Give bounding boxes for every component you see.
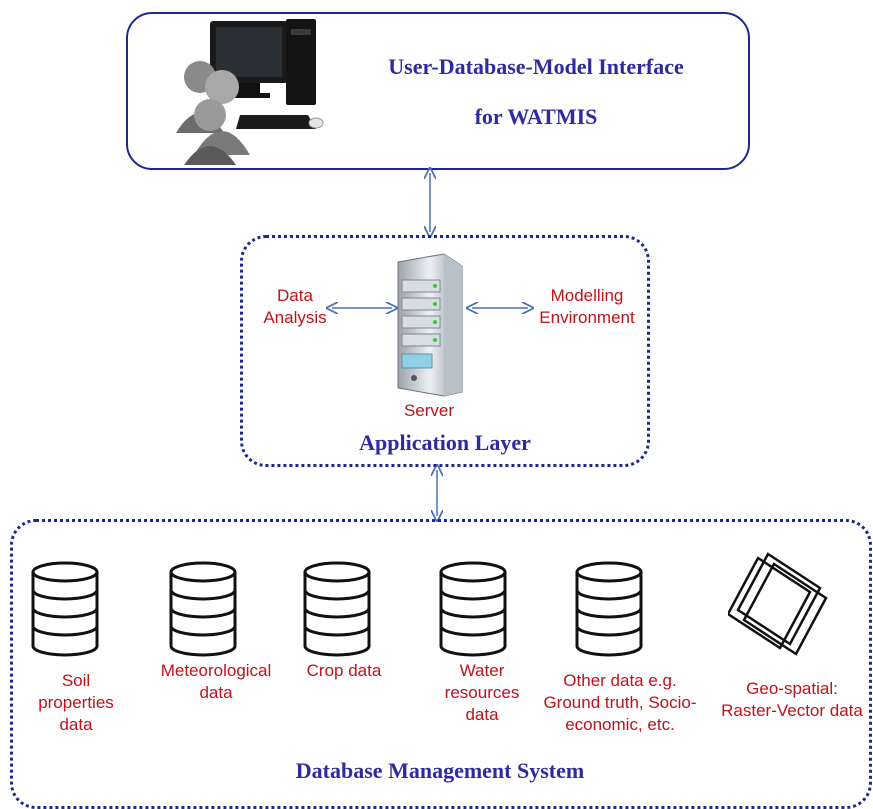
water-resources-label: Water resources data — [444, 661, 520, 724]
modelling-environment-label: Modelling Environment — [539, 286, 635, 327]
application-layer-box — [240, 235, 650, 467]
geo-spatial-label: Geo-spatial: Raster-Vector data — [721, 679, 863, 720]
database-icon — [169, 561, 237, 657]
user-interface-title-line2: for WATMIS — [474, 104, 598, 129]
data-analysis-label: Data Analysis — [263, 286, 327, 327]
database-icon — [439, 561, 507, 657]
server-icon — [397, 253, 463, 397]
user-interface-box — [126, 12, 750, 170]
user-interface-title-line1: User-Database-Model Interface — [388, 54, 684, 79]
connector-arrows — [0, 0, 873, 789]
application-layer-title: Application Layer — [359, 430, 531, 455]
database-icon — [575, 561, 643, 657]
users-computer-icon — [176, 19, 324, 165]
crop-data-label: Crop data — [306, 661, 382, 680]
server-label: Server — [403, 401, 455, 420]
database-icons — [31, 561, 643, 657]
database-system-title: Database Management System — [295, 758, 585, 783]
meteorological-label: Meteorological data — [160, 661, 272, 702]
soil-properties-label: Soil properties data — [38, 671, 114, 734]
database-icon — [303, 561, 371, 657]
other-data-label: Other data e.g. Ground truth, Socio- eco… — [543, 671, 697, 734]
geo-spatial-layers-icon — [728, 552, 828, 656]
